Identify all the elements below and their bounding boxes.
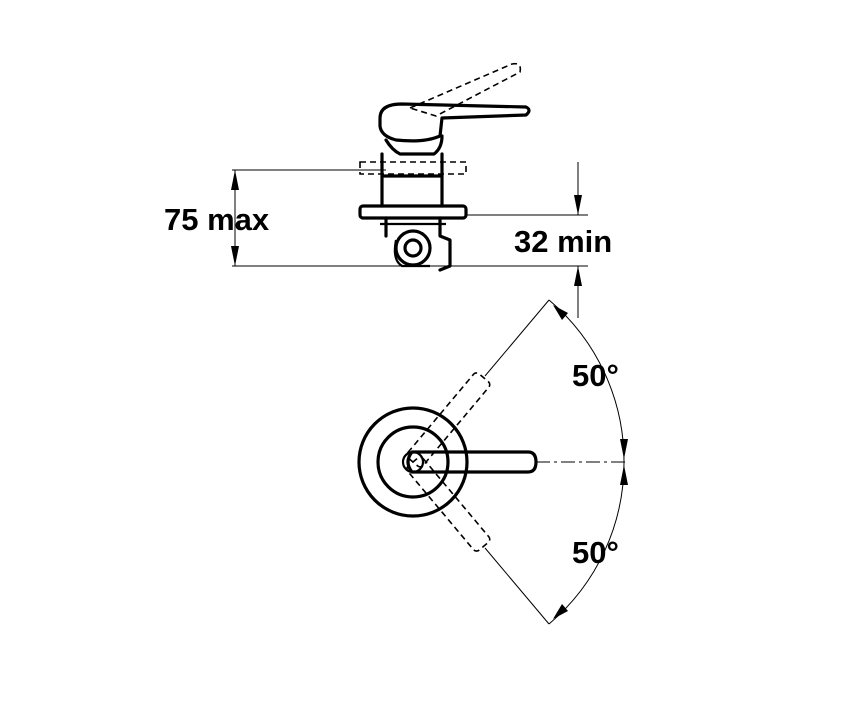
label-32-min: 32 min xyxy=(514,224,612,259)
mixer-body xyxy=(380,152,444,208)
lever-down-dashed xyxy=(406,456,491,552)
dim-75-arrow-top xyxy=(231,170,239,190)
arc-arrow-1 xyxy=(553,305,568,320)
lever-top-solid xyxy=(406,450,538,474)
connector-inner xyxy=(403,238,423,258)
dim-32-arrow-bottom xyxy=(574,266,582,286)
wall-plate xyxy=(358,204,468,220)
side-view: 75 max 32 min xyxy=(164,62,612,318)
cover-dashed xyxy=(359,161,467,175)
escutcheon-inner xyxy=(376,425,450,499)
top-view: 50° 50° xyxy=(357,299,628,625)
escutcheon-outer xyxy=(357,406,469,518)
arc-arrow-4 xyxy=(553,604,568,619)
label-75-max: 75 max xyxy=(164,202,270,237)
arc-arrow-2 xyxy=(620,439,628,459)
ext-angle-up xyxy=(484,299,550,377)
arc-arrow-3 xyxy=(620,465,628,485)
label-angle-up: 50° xyxy=(572,358,619,393)
lever-handle xyxy=(378,102,531,143)
dim-32-arrow-top xyxy=(574,195,582,215)
ext-angle-down xyxy=(484,547,550,625)
connector-outer xyxy=(394,229,432,267)
lever-raised-dashed xyxy=(407,62,522,117)
dim-75-arrow-bottom xyxy=(231,246,239,266)
valve-block xyxy=(384,216,452,272)
label-angle-down: 50° xyxy=(572,535,619,570)
lever-neck xyxy=(384,134,444,156)
